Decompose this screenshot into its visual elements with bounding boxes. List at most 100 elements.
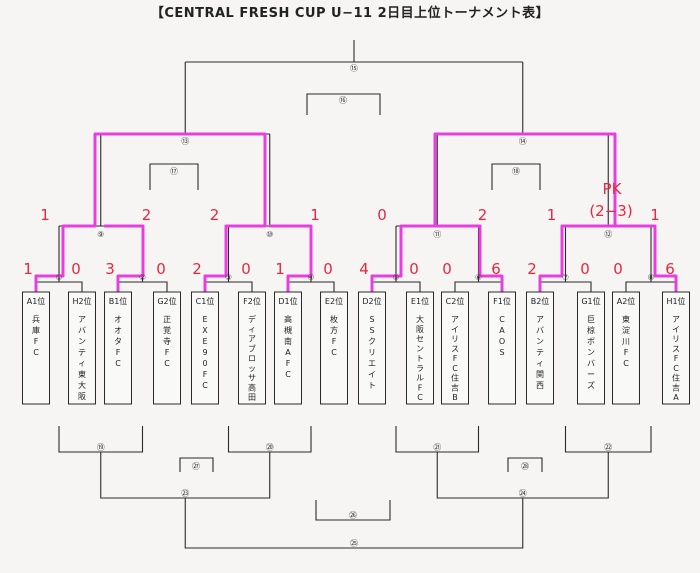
team-name-char: ズ xyxy=(587,380,595,390)
team-name-char: テ xyxy=(536,348,544,357)
match-number: ③ xyxy=(225,273,232,282)
team-name-char: O xyxy=(499,337,505,346)
team-name-char: B xyxy=(452,393,458,402)
round1-bracket-line xyxy=(539,281,592,292)
score-label: 6 xyxy=(665,260,675,278)
team-box xyxy=(577,291,605,405)
team-seed: D1位 xyxy=(278,296,297,306)
team-name-char: F xyxy=(286,359,291,368)
score-label: 0 xyxy=(442,260,452,278)
team-name-char: S xyxy=(499,348,504,357)
team-name-char: ブ xyxy=(248,343,256,353)
winner-path xyxy=(370,132,517,294)
team-name-char: リ xyxy=(672,335,680,344)
team-name-char: エ xyxy=(368,359,376,368)
team-name-char: リ xyxy=(368,348,376,357)
team-seed: B1位 xyxy=(109,296,128,306)
team-seed: H2位 xyxy=(72,296,91,306)
round1-bracket-line xyxy=(117,281,168,292)
team-name-char: 関 xyxy=(536,370,544,379)
team-box xyxy=(612,291,640,405)
team-box xyxy=(488,291,516,405)
match-number: ① xyxy=(55,273,62,282)
team-name-char: ー xyxy=(587,370,595,379)
team-name-char: F xyxy=(674,354,679,363)
team-seed: G1位 xyxy=(581,296,600,306)
team-name-char: F xyxy=(453,354,458,363)
team-name-char: ン xyxy=(536,337,544,346)
team-box xyxy=(274,291,302,405)
team-seed: A1位 xyxy=(27,296,46,306)
team-seed: H1位 xyxy=(666,296,685,306)
team-name-char: ア xyxy=(536,315,544,324)
team-name-char: C xyxy=(623,359,629,368)
team-name-char: 高 xyxy=(284,314,292,324)
team-seed: F1位 xyxy=(493,296,511,306)
round1-bracket-line xyxy=(625,281,677,292)
team-name-char: ア xyxy=(248,335,256,344)
team-name-char: 正 xyxy=(163,315,171,324)
team-seed: C2位 xyxy=(446,296,465,306)
team-name-char: ロ xyxy=(248,354,256,363)
team-name-char: 方 xyxy=(330,325,338,335)
team-name-char: C xyxy=(499,315,505,324)
team-name-char: A xyxy=(285,348,291,357)
score-label: 2 xyxy=(527,260,537,278)
score-label: 3 xyxy=(105,260,115,278)
team-name-char: C xyxy=(164,359,170,368)
team-name-char: ン xyxy=(416,344,424,353)
team-name-char: バ xyxy=(587,359,595,368)
team-name-char: C xyxy=(673,364,679,373)
team-name-char: リ xyxy=(451,335,459,344)
team-name-char: ア xyxy=(672,315,680,324)
team-name-char: F xyxy=(116,348,121,357)
team-seed: F2位 xyxy=(243,296,261,306)
lower-placement-line xyxy=(179,457,214,472)
team-name-char: 覚 xyxy=(163,325,171,335)
team-name-char: オ xyxy=(114,315,122,324)
match-number: ⑩ xyxy=(266,230,273,239)
team-name-char: 田 xyxy=(248,393,256,402)
team-name-char: ッ xyxy=(248,364,256,373)
placement-line xyxy=(491,163,541,190)
team-name-char: E xyxy=(202,337,207,346)
team-box xyxy=(320,291,348,405)
team-name-char: 住 xyxy=(451,373,459,383)
team-box xyxy=(526,291,554,405)
team-name-char: F xyxy=(34,337,39,346)
round1-bracket-line xyxy=(204,281,253,292)
team-name-char: テ xyxy=(78,348,86,357)
team-name-char: 大 xyxy=(78,380,86,390)
team-name-char: 阪 xyxy=(416,325,424,334)
team-name-char: ト xyxy=(416,354,424,363)
score-label: 0 xyxy=(156,260,166,278)
team-name-char: ン xyxy=(78,337,86,346)
team-name-char: バ xyxy=(536,326,544,335)
score-label: 4 xyxy=(359,260,369,278)
team-name-char: C xyxy=(202,381,208,390)
winner-path xyxy=(103,224,145,294)
team-name-char: タ xyxy=(114,337,122,346)
team-name-char: S xyxy=(369,315,374,324)
team-name-char: A xyxy=(673,393,679,402)
team-name-char: ト xyxy=(368,381,376,390)
match-number: ㉕ xyxy=(350,539,358,548)
winner-path xyxy=(268,224,313,294)
team-box xyxy=(22,291,50,405)
team-seed: E2位 xyxy=(325,296,343,306)
match-number: ⑬ xyxy=(181,137,189,146)
team-name-char: ィ xyxy=(78,359,86,368)
score-label: 0 xyxy=(613,260,623,278)
match-number: ⑥ xyxy=(475,273,482,282)
team-name-char: 住 xyxy=(672,373,680,383)
team-name-char: A xyxy=(499,326,505,335)
team-seed: C1位 xyxy=(196,296,215,306)
match-number: ⑤ xyxy=(392,273,399,282)
team-name-char: 巨 xyxy=(587,315,595,324)
team-name-char: 0 xyxy=(202,359,207,368)
team-name-char: 9 xyxy=(202,348,207,357)
round1-bracket-line xyxy=(454,281,503,292)
team-name-char: C xyxy=(285,370,291,379)
match-number: ⑭ xyxy=(519,137,527,146)
